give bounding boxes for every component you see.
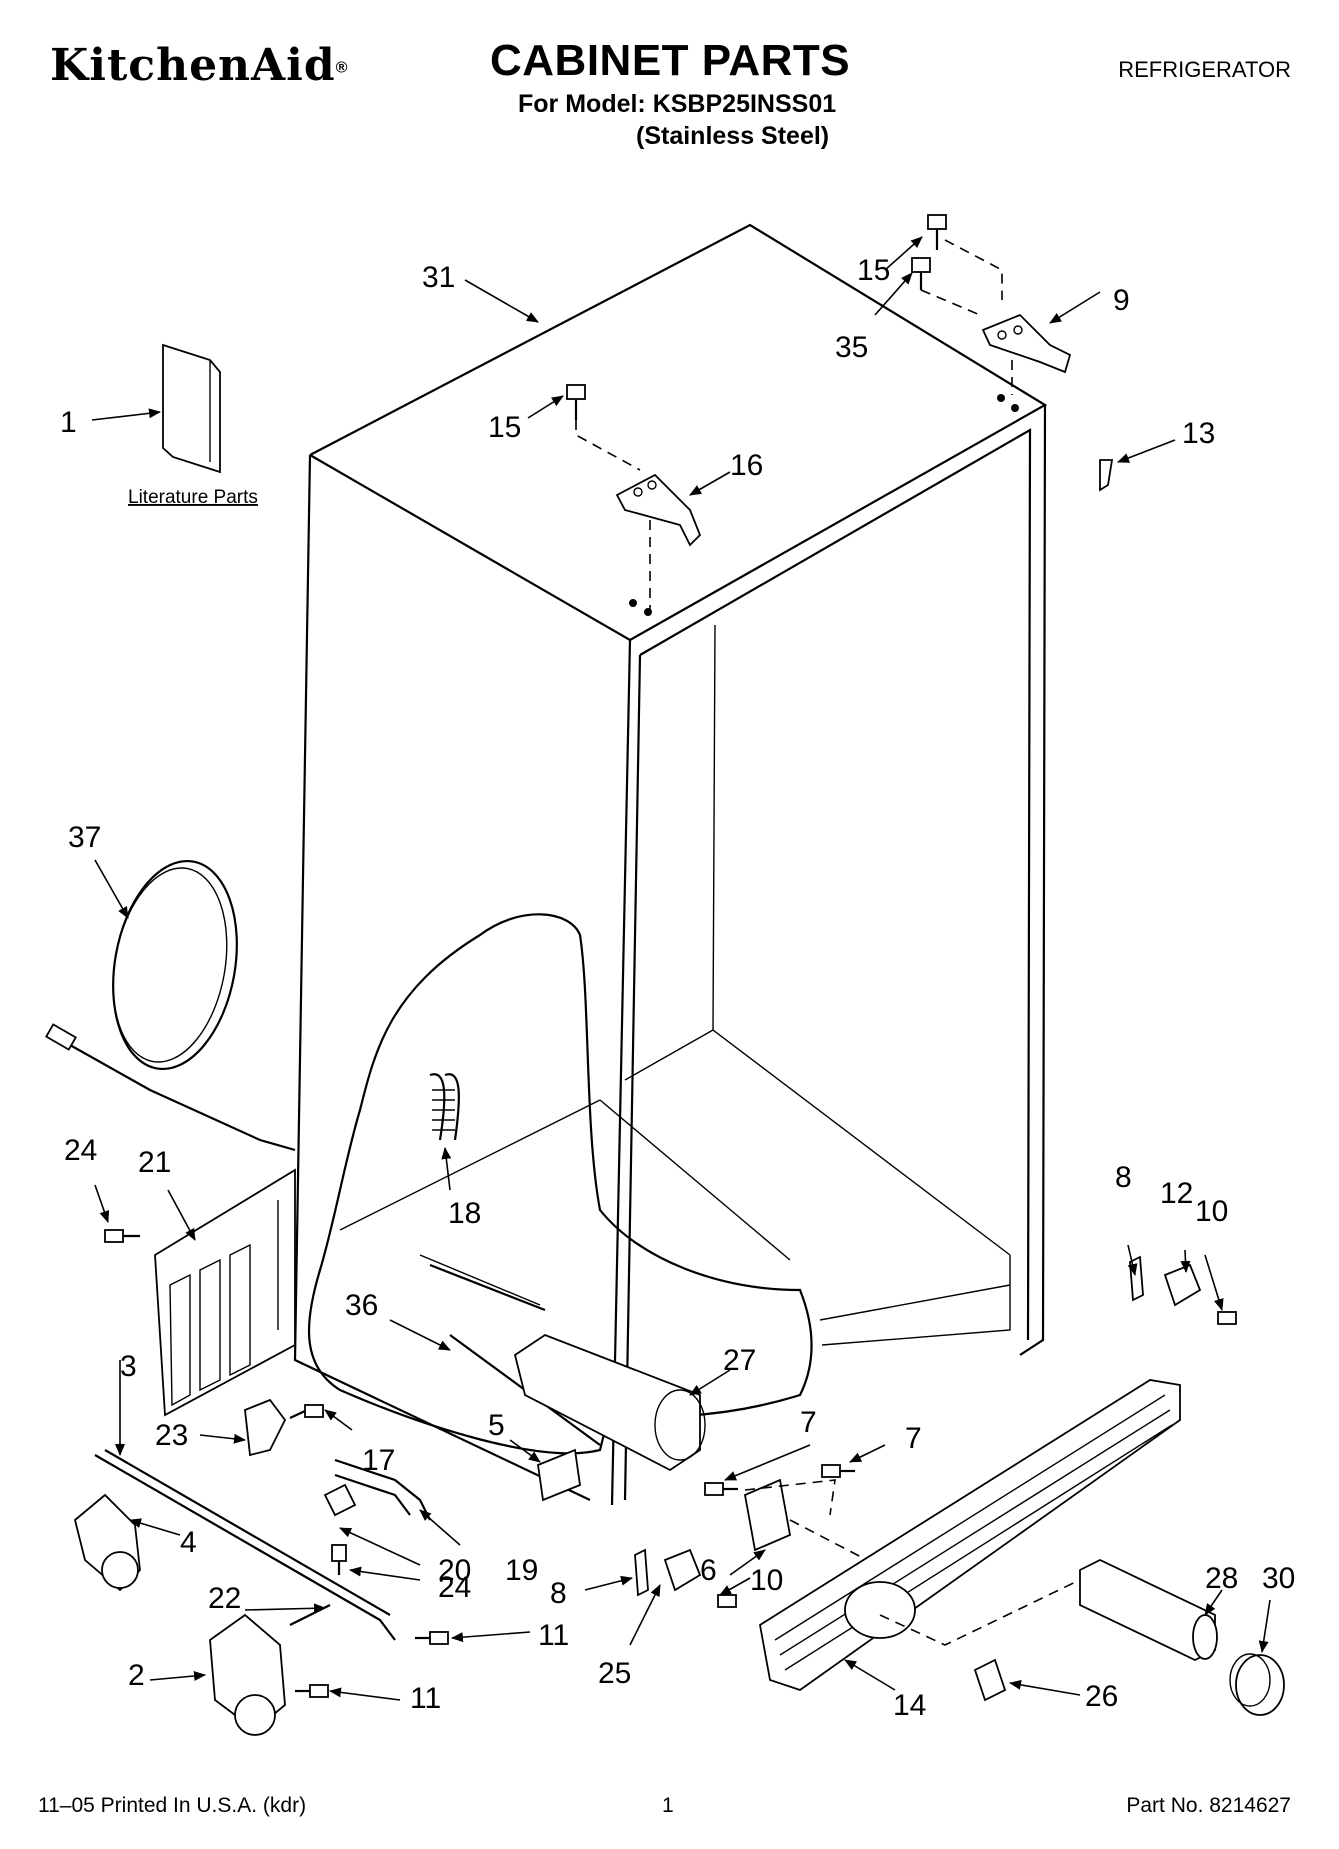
hinge-screw-left xyxy=(566,384,586,420)
callout-12: 12 xyxy=(1160,1177,1193,1210)
toe-grille-clip xyxy=(743,1478,792,1552)
callout-11-lower: 11 xyxy=(410,1682,441,1715)
top-hinge-right xyxy=(981,313,1072,374)
callout-35: 35 xyxy=(835,331,868,364)
callout-5: 5 xyxy=(488,1409,505,1442)
rear-roller-assembly xyxy=(209,1613,286,1736)
top-hinge-left xyxy=(615,473,702,547)
literature-parts xyxy=(162,343,221,474)
filter-clip xyxy=(973,1658,1007,1702)
clip-screw-left xyxy=(704,1482,738,1496)
lower-hinge-right xyxy=(1163,1263,1202,1307)
power-cord xyxy=(45,859,296,1152)
drain-tube xyxy=(429,1073,460,1141)
callout-8-left: 8 xyxy=(550,1577,567,1610)
callout-7-right: 7 xyxy=(905,1422,922,1455)
callout-19: 19 xyxy=(505,1554,538,1587)
part-number: Part No. 8214627 xyxy=(1126,1794,1291,1817)
water-filter xyxy=(1079,1558,1218,1662)
model-number: For Model: KSBP25INSS01 xyxy=(518,90,837,118)
callout-11-upper: 11 xyxy=(538,1619,569,1652)
leveling-rail-edge xyxy=(104,1449,391,1616)
rail-screw-lower xyxy=(295,1684,329,1698)
page-number: 1 xyxy=(662,1794,674,1817)
callout-3: 3 xyxy=(120,1350,137,1383)
callout-8-right: 8 xyxy=(1115,1161,1132,1194)
callout-24-top: 24 xyxy=(64,1134,97,1167)
clip-screw-right xyxy=(821,1464,855,1478)
rail-screw-upper xyxy=(415,1631,449,1645)
leveling-rail xyxy=(94,1454,396,1641)
callout-20: 20 xyxy=(438,1554,471,1587)
callout-2: 2 xyxy=(128,1659,145,1692)
grille-screw xyxy=(104,1229,140,1243)
callout-27: 27 xyxy=(723,1344,756,1377)
water-line-inner xyxy=(334,1473,411,1516)
callout-17: 17 xyxy=(362,1444,395,1477)
page-title: CABINET PARTS xyxy=(490,36,851,85)
callout-26: 26 xyxy=(1085,1680,1118,1713)
water-line-clamp xyxy=(323,1483,357,1517)
callout-16: 16 xyxy=(730,449,763,482)
callout-23: 23 xyxy=(155,1419,188,1452)
hinge-screw-bottom-left xyxy=(717,1594,737,1608)
condenser-grille xyxy=(154,1168,296,1417)
hinge-screw-middle xyxy=(911,257,931,290)
callout-1: 1 xyxy=(60,406,77,439)
callout-15-left: 15 xyxy=(488,411,521,444)
callout-9: 9 xyxy=(1113,284,1130,317)
callout-21: 21 xyxy=(138,1146,171,1179)
toe-grille-bracket xyxy=(513,1333,706,1472)
callout-7-left: 7 xyxy=(800,1406,817,1439)
registered-mark: ® xyxy=(335,59,349,77)
hinge-spacer-left xyxy=(634,1548,649,1597)
appliance-category: REFRIGERATOR xyxy=(1118,57,1291,82)
foam-block xyxy=(537,1448,581,1502)
hinge-hole-plug xyxy=(1099,459,1114,492)
callout-10-right: 10 xyxy=(1195,1195,1228,1228)
clamp-screw xyxy=(331,1544,347,1575)
callout-37: 37 xyxy=(68,821,101,854)
toe-grille xyxy=(759,1379,1181,1691)
callout-15-top: 15 xyxy=(857,254,890,287)
callout-28: 28 xyxy=(1205,1562,1238,1595)
drain-rod-upper xyxy=(429,1263,546,1312)
lower-hinge-left xyxy=(663,1548,702,1592)
callout-14: 14 xyxy=(893,1689,926,1722)
callout-10-left: 10 xyxy=(750,1564,783,1597)
hinge-screw-top xyxy=(927,214,947,250)
callout-25: 25 xyxy=(598,1657,631,1690)
callout-30: 30 xyxy=(1262,1562,1295,1595)
cabinet-shell xyxy=(293,223,1048,1506)
lower-hinge-bracket xyxy=(244,1398,287,1457)
print-info: 11–05 Printed In U.S.A. (kdr) xyxy=(38,1794,307,1817)
callout-36: 36 xyxy=(345,1289,378,1322)
literature-parts-label: Literature Parts xyxy=(128,487,258,508)
callout-22: 22 xyxy=(208,1582,241,1615)
lower-hinge-screw xyxy=(289,1404,324,1419)
callout-24-bottom: 24 xyxy=(438,1571,471,1604)
filter-cap xyxy=(1229,1653,1285,1716)
model-finish: (Stainless Steel) xyxy=(636,122,830,150)
callout-6: 6 xyxy=(700,1554,717,1587)
brand-logo: KitchenAid® xyxy=(50,40,348,91)
callout-18: 18 xyxy=(448,1197,481,1230)
brand-name: KitchenAid xyxy=(50,40,336,91)
front-roller-assembly xyxy=(73,1493,141,1592)
hinge-screw-bottom-right xyxy=(1217,1311,1237,1325)
callout-13: 13 xyxy=(1182,417,1215,450)
callout-4: 4 xyxy=(180,1526,197,1559)
callout-31: 31 xyxy=(422,261,455,294)
